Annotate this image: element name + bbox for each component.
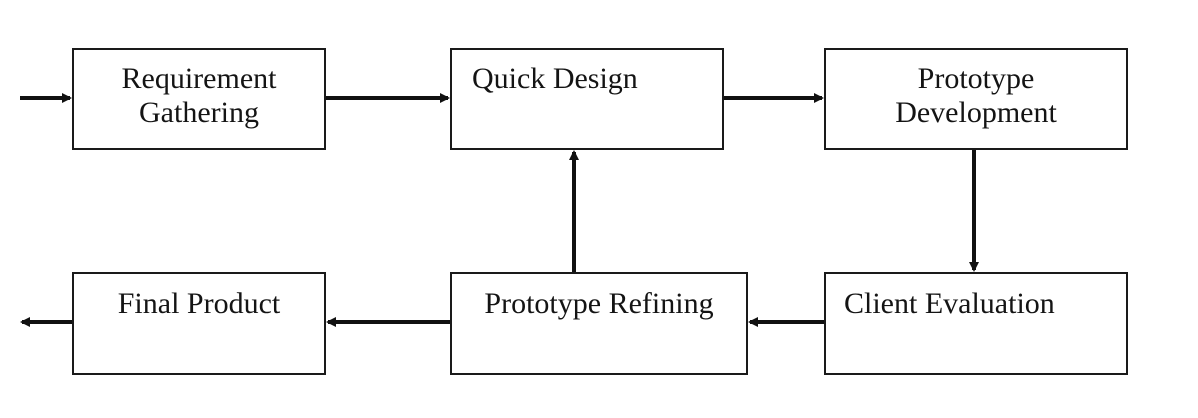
node-prototype-development: Prototype Development — [824, 48, 1128, 150]
node-label: Client Evaluation — [844, 287, 1055, 320]
node-label: Prototype Refining — [484, 287, 714, 320]
node-label: Quick Design — [472, 62, 638, 95]
node-label: Prototype Development — [895, 62, 1057, 129]
node-final-product: Final Product — [72, 272, 326, 375]
node-client-evaluation: Client Evaluation — [824, 272, 1128, 375]
node-prototype-refining: Prototype Refining — [450, 272, 748, 375]
node-label: Requirement Gathering — [121, 62, 277, 129]
node-quick-design: Quick Design — [450, 48, 724, 150]
node-label: Final Product — [117, 287, 281, 320]
node-requirement-gathering: Requirement Gathering — [72, 48, 326, 150]
